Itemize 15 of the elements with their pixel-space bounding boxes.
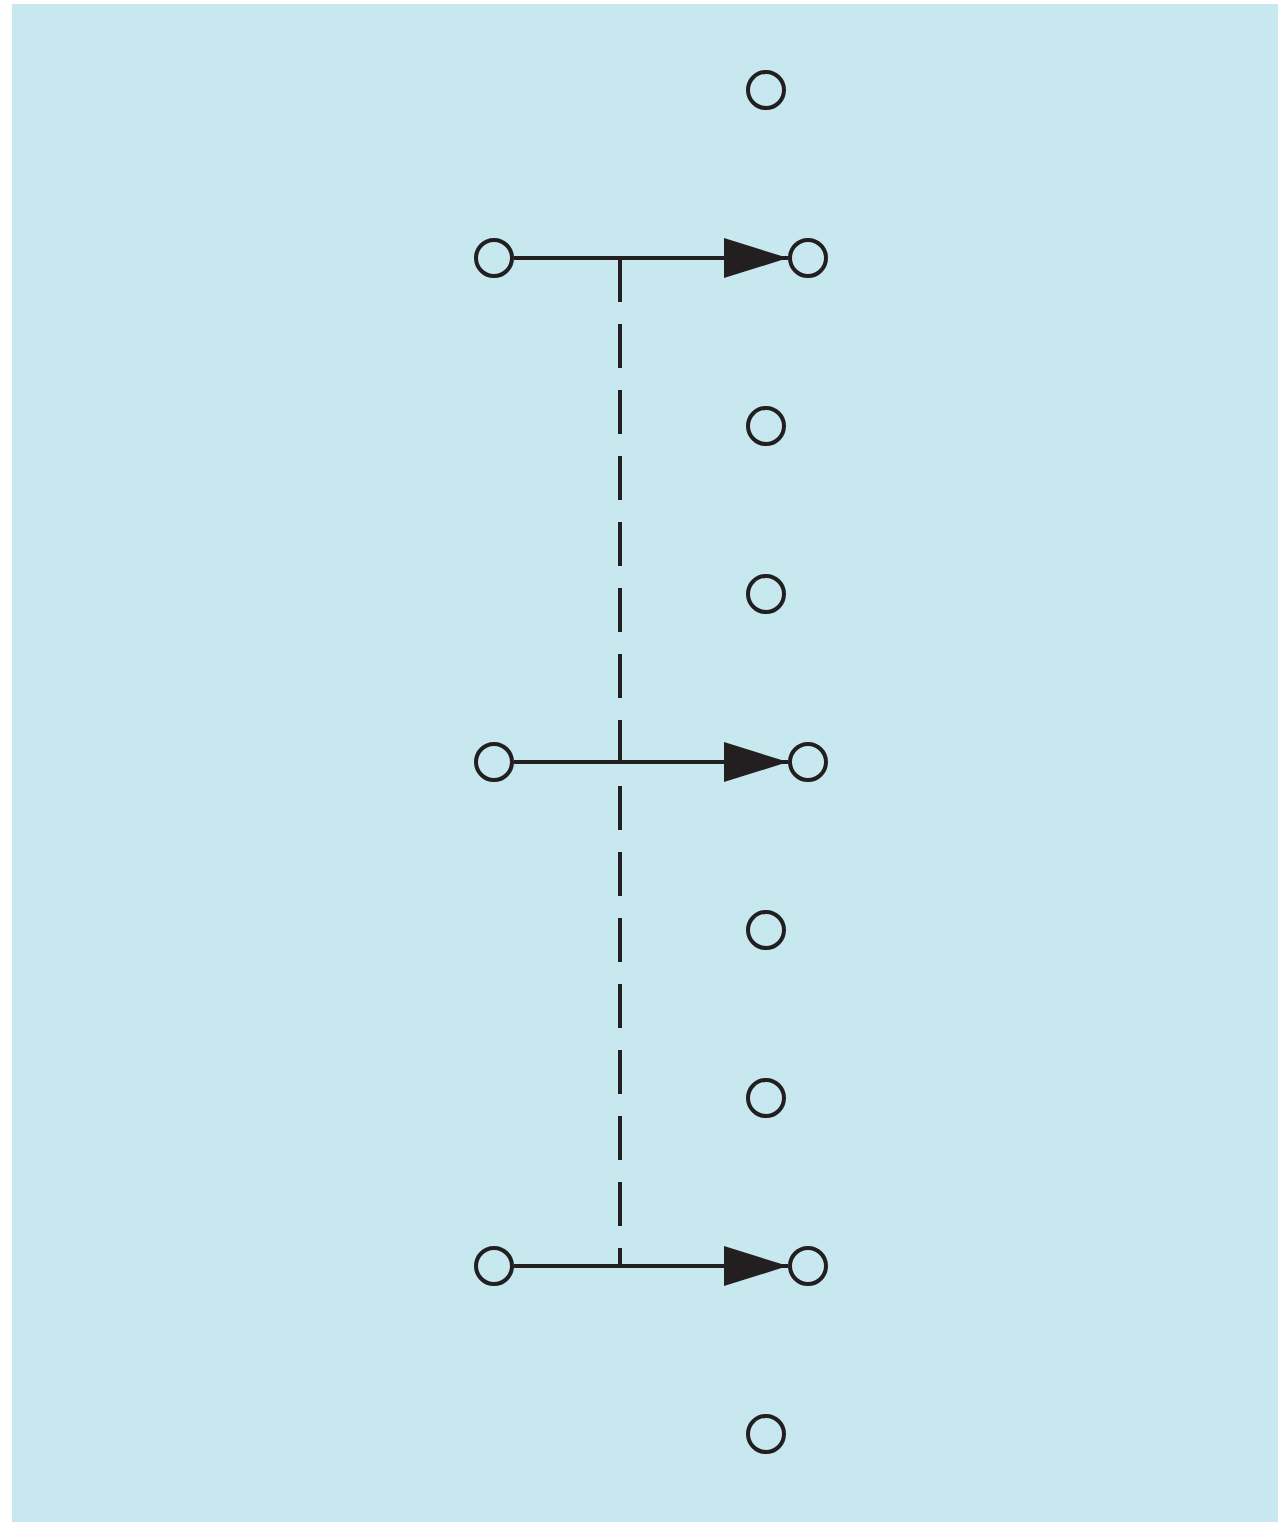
terminal-circle [474, 742, 514, 782]
terminal-circle [788, 238, 828, 278]
arrow [514, 742, 788, 782]
terminal-circle [746, 406, 786, 446]
terminal-circle [746, 574, 786, 614]
terminal-circle [746, 1078, 786, 1118]
arrow [514, 238, 788, 278]
terminal-circle [746, 910, 786, 950]
terminal-circle [746, 70, 786, 110]
terminal-circle [474, 1246, 514, 1286]
terminal-circle [788, 742, 828, 782]
terminal-circle [746, 1414, 786, 1454]
terminal-circle [474, 238, 514, 278]
arrow [514, 1246, 788, 1286]
terminal-circle [788, 1246, 828, 1286]
